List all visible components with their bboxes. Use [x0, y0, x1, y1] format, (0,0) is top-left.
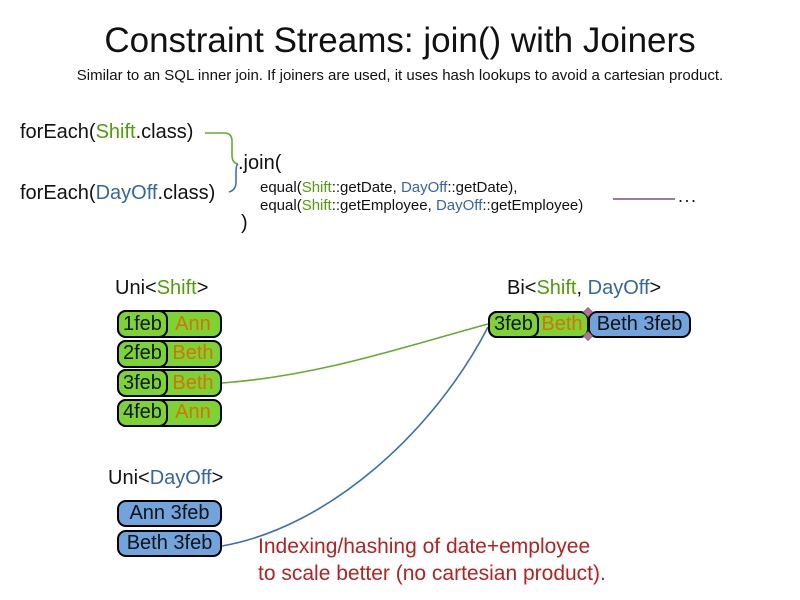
shift-class-token: Shift — [301, 196, 332, 214]
shift-date-cell: 3feb — [117, 369, 168, 397]
label-text: > — [649, 277, 662, 299]
uni-shift-label: Uni<Shift> — [115, 277, 208, 300]
shift-employee-cell: Beth — [172, 342, 214, 364]
dayoff-class-token: DayOff — [435, 196, 483, 214]
shift-class-token: Shift — [156, 277, 197, 299]
dayoff-to-bi-line — [221, 326, 489, 547]
code-text: equal( — [260, 196, 302, 214]
code-foreach-shift: forEach(Shift.class) — [20, 121, 193, 144]
shift-date-cell: 3feb — [488, 311, 539, 338]
code-join-open: .join( — [238, 152, 282, 174]
shift-class-token: Shift — [301, 179, 332, 196]
code-text: .class) — [135, 121, 194, 143]
dayoff-class-token: DayOff — [400, 179, 448, 196]
page-title: Constraint Streams: join() with Joiners — [104, 21, 696, 60]
code-joiner-getdate: equal(Shift::getDate, DayOff::getDate), — [260, 179, 517, 196]
dayoff-class-token: DayOff — [587, 277, 650, 299]
dayoff-class-token: DayOff — [95, 182, 158, 204]
shift-employee-cell: Beth — [172, 371, 214, 394]
join-brace-blue — [228, 163, 239, 193]
label-text: > — [196, 277, 209, 299]
indexing-note-line2: to scale better (no cartesian product). — [258, 562, 606, 585]
shift-row: 2feb Beth — [117, 339, 222, 368]
page-subtitle: Similar to an SQL inner join. If joiners… — [76, 67, 724, 84]
code-text: equal( — [260, 179, 302, 196]
code-text: ::getDate), — [447, 179, 518, 196]
more-joiners-ellipsis: ... — [678, 186, 698, 206]
code-text: forEach( — [20, 182, 96, 204]
dayoff-row: Beth 3feb — [117, 529, 222, 557]
join-brace-green — [205, 132, 239, 165]
uni-shift-table: 1feb Ann 2feb Beth 3feb Beth 4feb Ann — [117, 310, 222, 428]
dayoff-row: Ann 3feb — [117, 500, 222, 527]
shift-date-cell: 1feb — [117, 310, 168, 338]
code-text: ::getDate, — [331, 179, 401, 196]
label-text: > — [211, 467, 224, 489]
code-text: ::getEmployee, — [331, 196, 436, 214]
code-text: .class) — [157, 182, 216, 204]
shift-class-token: Shift — [536, 277, 577, 299]
shift-class-token: Shift — [95, 121, 136, 143]
code-join-close: ) — [241, 212, 248, 234]
label-text: Uni< — [115, 277, 157, 299]
uni-dayoff-table: Ann 3feb Beth 3feb — [117, 500, 222, 559]
code-text: forEach( — [20, 121, 96, 143]
uni-dayoff-label: Uni<DayOff> — [108, 467, 223, 490]
indexing-note: Indexing/hashing of date+employee to sca… — [258, 533, 606, 587]
indexing-note-line1: Indexing/hashing of date+employee — [258, 535, 591, 558]
code-joiner-getemployee: equal(Shift::getEmployee, DayOff::getEmp… — [260, 197, 583, 214]
code-foreach-dayoff: forEach(DayOff.class) — [20, 182, 215, 205]
shift-employee-cell: Beth — [541, 313, 583, 335]
shift-date-cell: 4feb — [117, 398, 168, 427]
shift-employee-cell: Ann — [175, 312, 211, 335]
shift-row: 4feb Ann — [117, 398, 222, 427]
label-text: Bi< — [507, 277, 537, 299]
shift-to-bi-line — [221, 323, 489, 384]
dayoff-class-token: DayOff — [149, 467, 212, 489]
shift-row: 1feb Ann — [117, 310, 222, 338]
shift-employee-cell: Ann — [175, 401, 211, 423]
bi-tuple: 3feb Beth Beth 3feb — [488, 311, 691, 338]
bi-dayoff-cell: Beth 3feb — [588, 311, 691, 338]
bi-shift-cell: 3feb Beth — [488, 311, 589, 338]
label-text: , — [576, 277, 588, 299]
bi-label: Bi<Shift, DayOff> — [507, 277, 661, 300]
shift-date-cell: 2feb — [117, 339, 168, 368]
shift-row: 3feb Beth — [117, 369, 222, 397]
code-text: ::getEmployee) — [482, 196, 584, 214]
label-text: Uni< — [108, 467, 150, 489]
